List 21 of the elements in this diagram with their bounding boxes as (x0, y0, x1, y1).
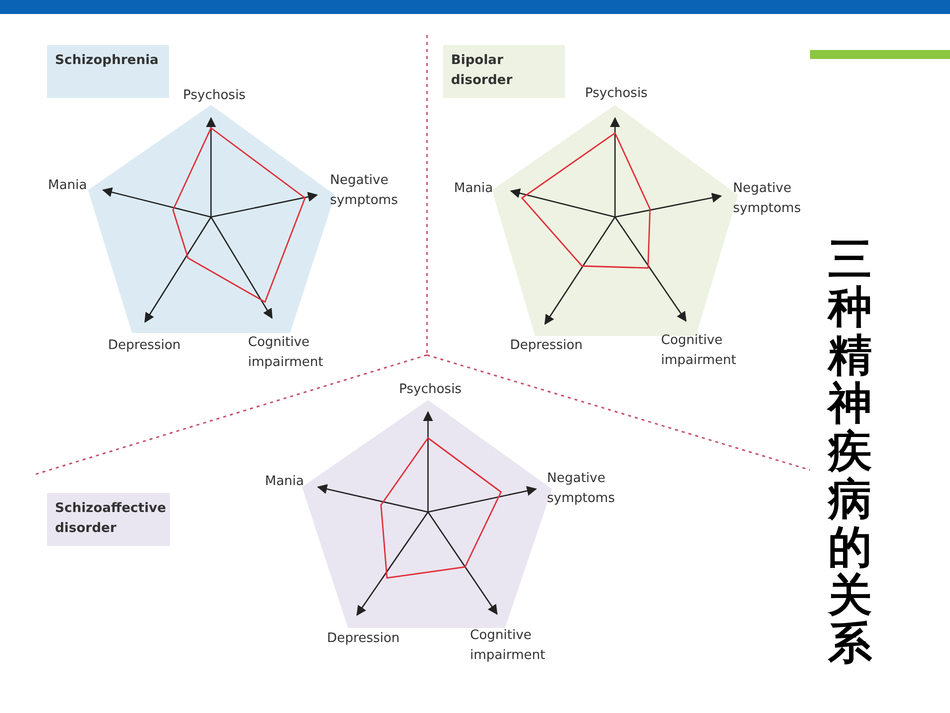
axis-label: Mania (454, 180, 494, 198)
axis-label: Psychosis (399, 381, 463, 399)
axis-label: Psychosis (183, 87, 247, 105)
panel-heading-box (443, 45, 565, 98)
axis-label: Mania (48, 177, 88, 195)
axis-label: Cognitive impairment (470, 627, 546, 665)
axis-label: Mania (265, 473, 305, 491)
axis-label: Depression (327, 630, 401, 648)
axis-label: Depression (108, 337, 182, 355)
axis-label: Cognitive impairment (661, 332, 738, 370)
axis-label: Negative symptoms (330, 172, 399, 210)
axis-label: Depression (510, 337, 584, 355)
axis-label: Negative symptoms (547, 470, 616, 508)
axis-label: Cognitive impairment (248, 334, 324, 372)
axis-label: Psychosis (585, 85, 649, 103)
panel-heading-box (47, 493, 170, 546)
axis-label: Negative symptoms (733, 180, 802, 218)
slide-title: 三种精神疾病的关系 (828, 236, 873, 668)
panel-heading: Schizophrenia (55, 52, 160, 70)
panel-heading-box (47, 45, 169, 98)
panel-heading: Bipolar disorder (451, 52, 514, 90)
